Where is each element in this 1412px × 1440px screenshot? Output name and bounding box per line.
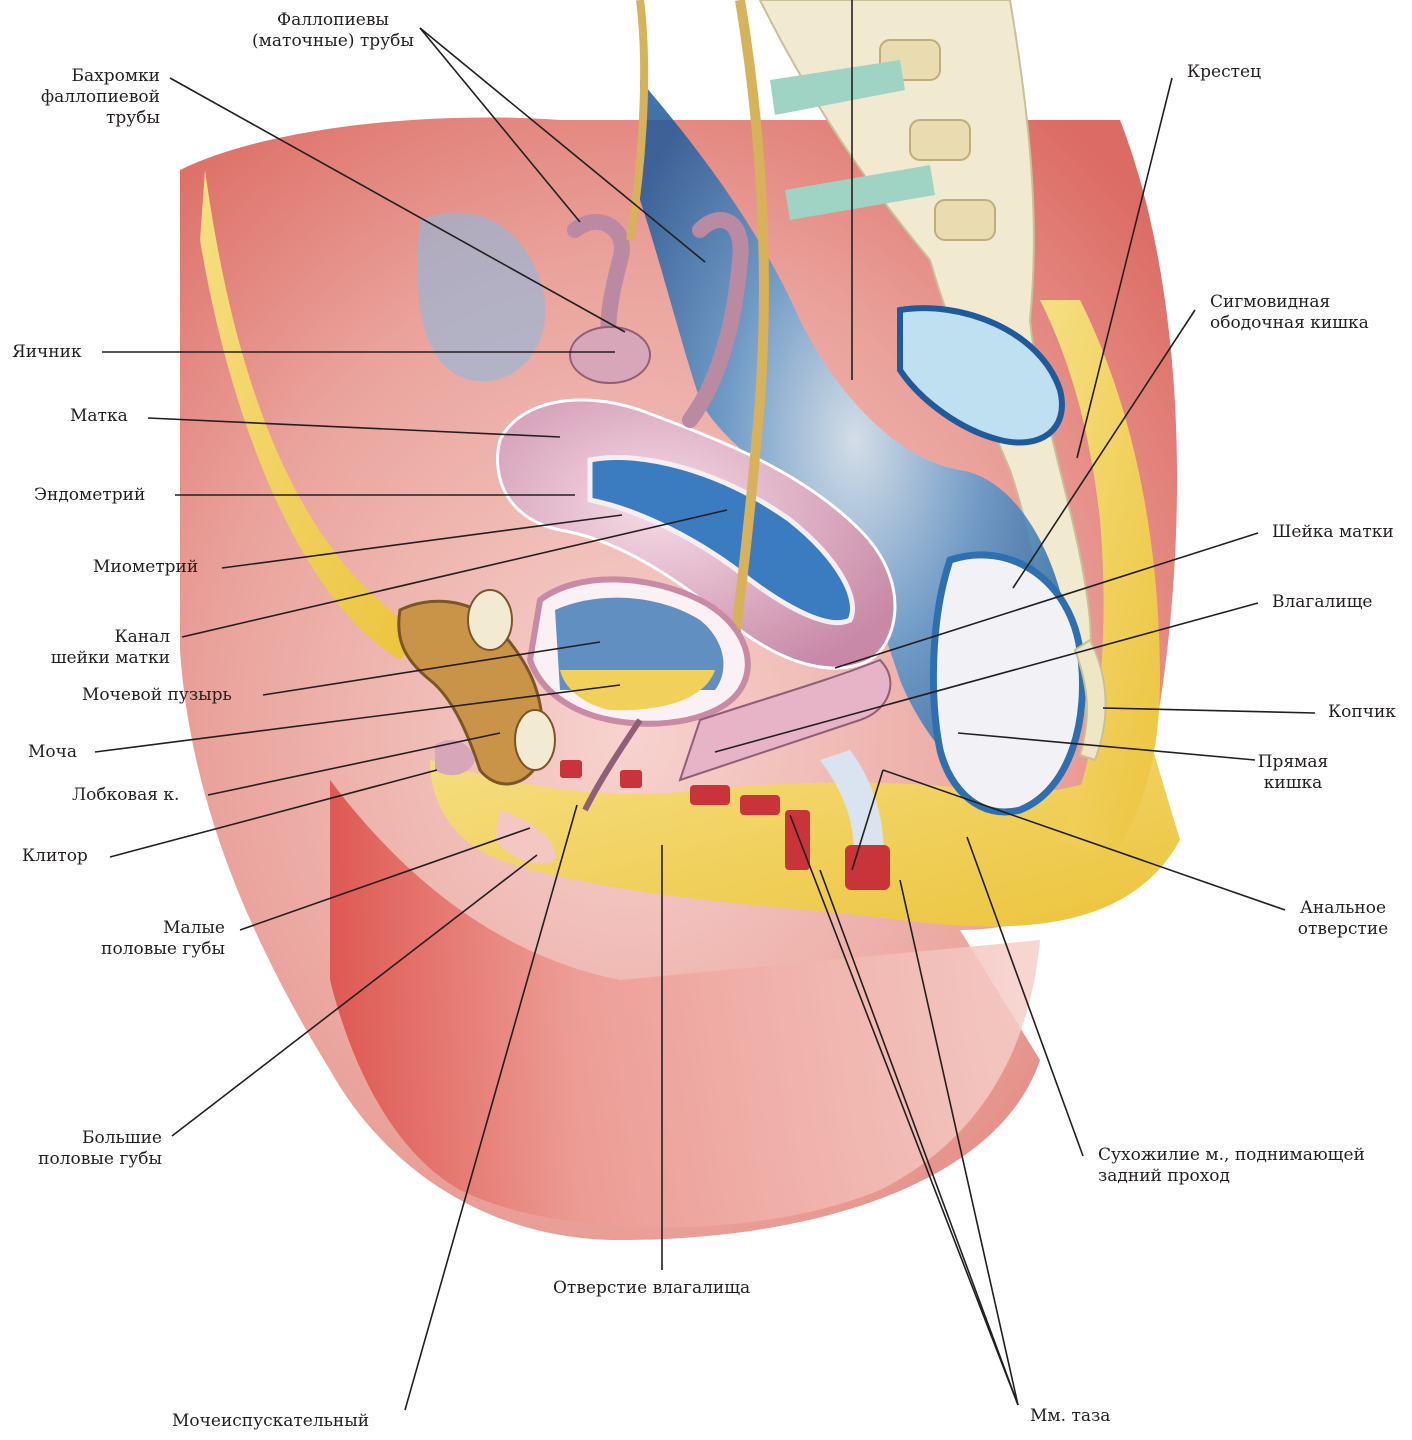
label-endometrium: Эндометрий: [34, 485, 145, 506]
rectum-wall: [933, 555, 1082, 812]
label-urethra: Мочеиспускательный: [172, 1411, 369, 1432]
label-coccyx: Копчик: [1328, 702, 1396, 723]
label-cervix: Шейка матки: [1272, 522, 1394, 543]
muscle-3: [785, 810, 810, 870]
muscle-6: [620, 770, 642, 788]
label-urine: Моча: [28, 742, 77, 763]
label-fimbriae: Бахромки фаллопиевой трубы: [10, 66, 160, 129]
muscle-1: [690, 785, 730, 805]
label-labia-majora: Большие половые губы: [10, 1128, 162, 1170]
label-rectum: Прямая кишка: [1253, 752, 1333, 794]
label-sigmoid: Сигмовидная ободочная кишка: [1210, 292, 1369, 334]
ovary-shape: [570, 327, 650, 383]
label-fallopian-tubes: Фаллопиевы (маточные) трубы: [228, 10, 438, 52]
label-clitoris: Клитор: [22, 846, 88, 867]
label-sacrum: Крестец: [1187, 62, 1261, 83]
label-pelvic-muscles: Мм. таза: [1030, 1406, 1110, 1427]
label-uterus: Матка: [70, 406, 128, 427]
label-cervical-canal: Канал шейки матки: [10, 627, 170, 669]
label-levator-tendon: Сухожилие м., поднимающей задний проход: [1098, 1145, 1365, 1187]
label-bladder: Мочевой пузырь: [82, 685, 232, 706]
label-vaginal-opening: Отверстие влагалища: [553, 1278, 750, 1299]
muscle-2: [740, 795, 780, 815]
muscle-4: [845, 845, 890, 890]
pubic-section-top: [468, 590, 512, 650]
label-pubic-bone: Лобковая к.: [72, 785, 179, 806]
pubic-section-bottom: [515, 710, 555, 770]
label-vagina: Влагалище: [1272, 592, 1372, 613]
label-myometrium: Миометрий: [93, 557, 198, 578]
label-ovary: Яичник: [12, 342, 82, 363]
label-anus: Анальное отверстие: [1288, 898, 1398, 940]
label-labia-minora: Малые половые губы: [60, 918, 225, 960]
vertebra-2: [910, 120, 970, 160]
muscle-5: [560, 760, 582, 778]
vertebra-3: [935, 200, 995, 240]
